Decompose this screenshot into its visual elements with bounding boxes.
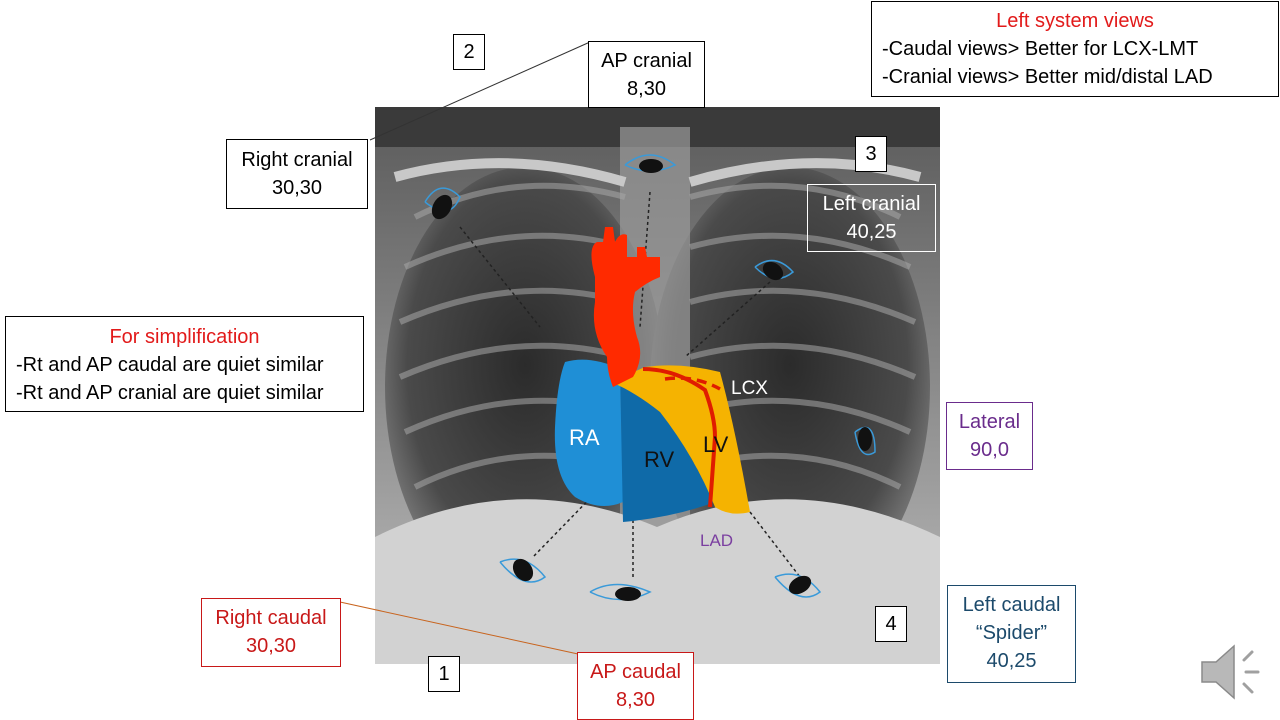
left-cranial-box: Left cranial 40,25 bbox=[807, 184, 936, 252]
rv-label: RV bbox=[644, 447, 675, 472]
left-cranial-angles: 40,25 bbox=[846, 221, 897, 243]
marker-1: 1 bbox=[428, 656, 460, 692]
lateral-angles: 90,0 bbox=[970, 439, 1009, 461]
simplification-title: For simplification bbox=[109, 326, 260, 348]
right-atrium bbox=[554, 359, 623, 506]
lv-label: LV bbox=[703, 432, 729, 457]
ap-caudal-name: AP caudal bbox=[590, 661, 681, 683]
lcx-label: LCX bbox=[731, 378, 768, 399]
ap-cranial-box: AP cranial 8,30 bbox=[588, 41, 705, 108]
speaker-icon[interactable] bbox=[1196, 640, 1266, 704]
marker-4: 4 bbox=[875, 606, 907, 642]
lateral-name: Lateral bbox=[958, 411, 1021, 433]
aorta bbox=[591, 227, 660, 387]
left-system-views-title: Left system views bbox=[996, 10, 1154, 32]
right-ventricle bbox=[620, 369, 715, 522]
left-system-line-2: -Cranial views> Better mid/distal LAD bbox=[882, 66, 1213, 88]
right-cranial-name: Right cranial bbox=[241, 149, 353, 171]
observer-eye-icons bbox=[424, 154, 876, 601]
right-cranial-angles: 30,30 bbox=[271, 177, 323, 199]
right-caudal-angles: 30,30 bbox=[245, 635, 297, 657]
ap-cranial-name: AP cranial bbox=[601, 50, 692, 72]
lad-label: LAD bbox=[700, 531, 734, 550]
left-caudal-name: Left caudal bbox=[962, 594, 1061, 616]
ap-cranial-angles: 8,30 bbox=[627, 78, 666, 100]
lcx-artery bbox=[664, 376, 721, 391]
ra-label: RA bbox=[569, 425, 600, 450]
simplification-line-2: -Rt and AP cranial are quiet similar bbox=[16, 382, 324, 404]
left-cranial-name: Left cranial bbox=[822, 193, 921, 215]
marker-2: 2 bbox=[453, 34, 485, 70]
left-ventricle bbox=[611, 365, 750, 514]
marker-3: 3 bbox=[855, 136, 887, 172]
right-caudal-name: Right caudal bbox=[215, 607, 327, 629]
left-caudal-angles: 40,25 bbox=[986, 650, 1037, 672]
right-cranial-box: Right cranial 30,30 bbox=[226, 139, 368, 209]
ap-caudal-box: AP caudal 8,30 bbox=[577, 652, 694, 720]
left-system-views-box: Left system views -Caudal views> Better … bbox=[871, 1, 1279, 97]
right-caudal-box: Right caudal 30,30 bbox=[201, 598, 341, 667]
simplification-line-1: -Rt and AP caudal are quiet similar bbox=[16, 354, 324, 376]
lad-artery bbox=[642, 367, 718, 508]
left-system-line-1: -Caudal views> Better for LCX-LMT bbox=[882, 38, 1199, 60]
left-caudal-box: Left caudal “Spider” 40,25 bbox=[947, 585, 1076, 683]
left-caudal-nickname: “Spider” bbox=[975, 622, 1048, 644]
simplification-box: For simplification -Rt and AP caudal are… bbox=[5, 316, 364, 412]
lateral-box: Lateral 90,0 bbox=[946, 402, 1033, 470]
ap-caudal-angles: 8,30 bbox=[616, 689, 655, 711]
